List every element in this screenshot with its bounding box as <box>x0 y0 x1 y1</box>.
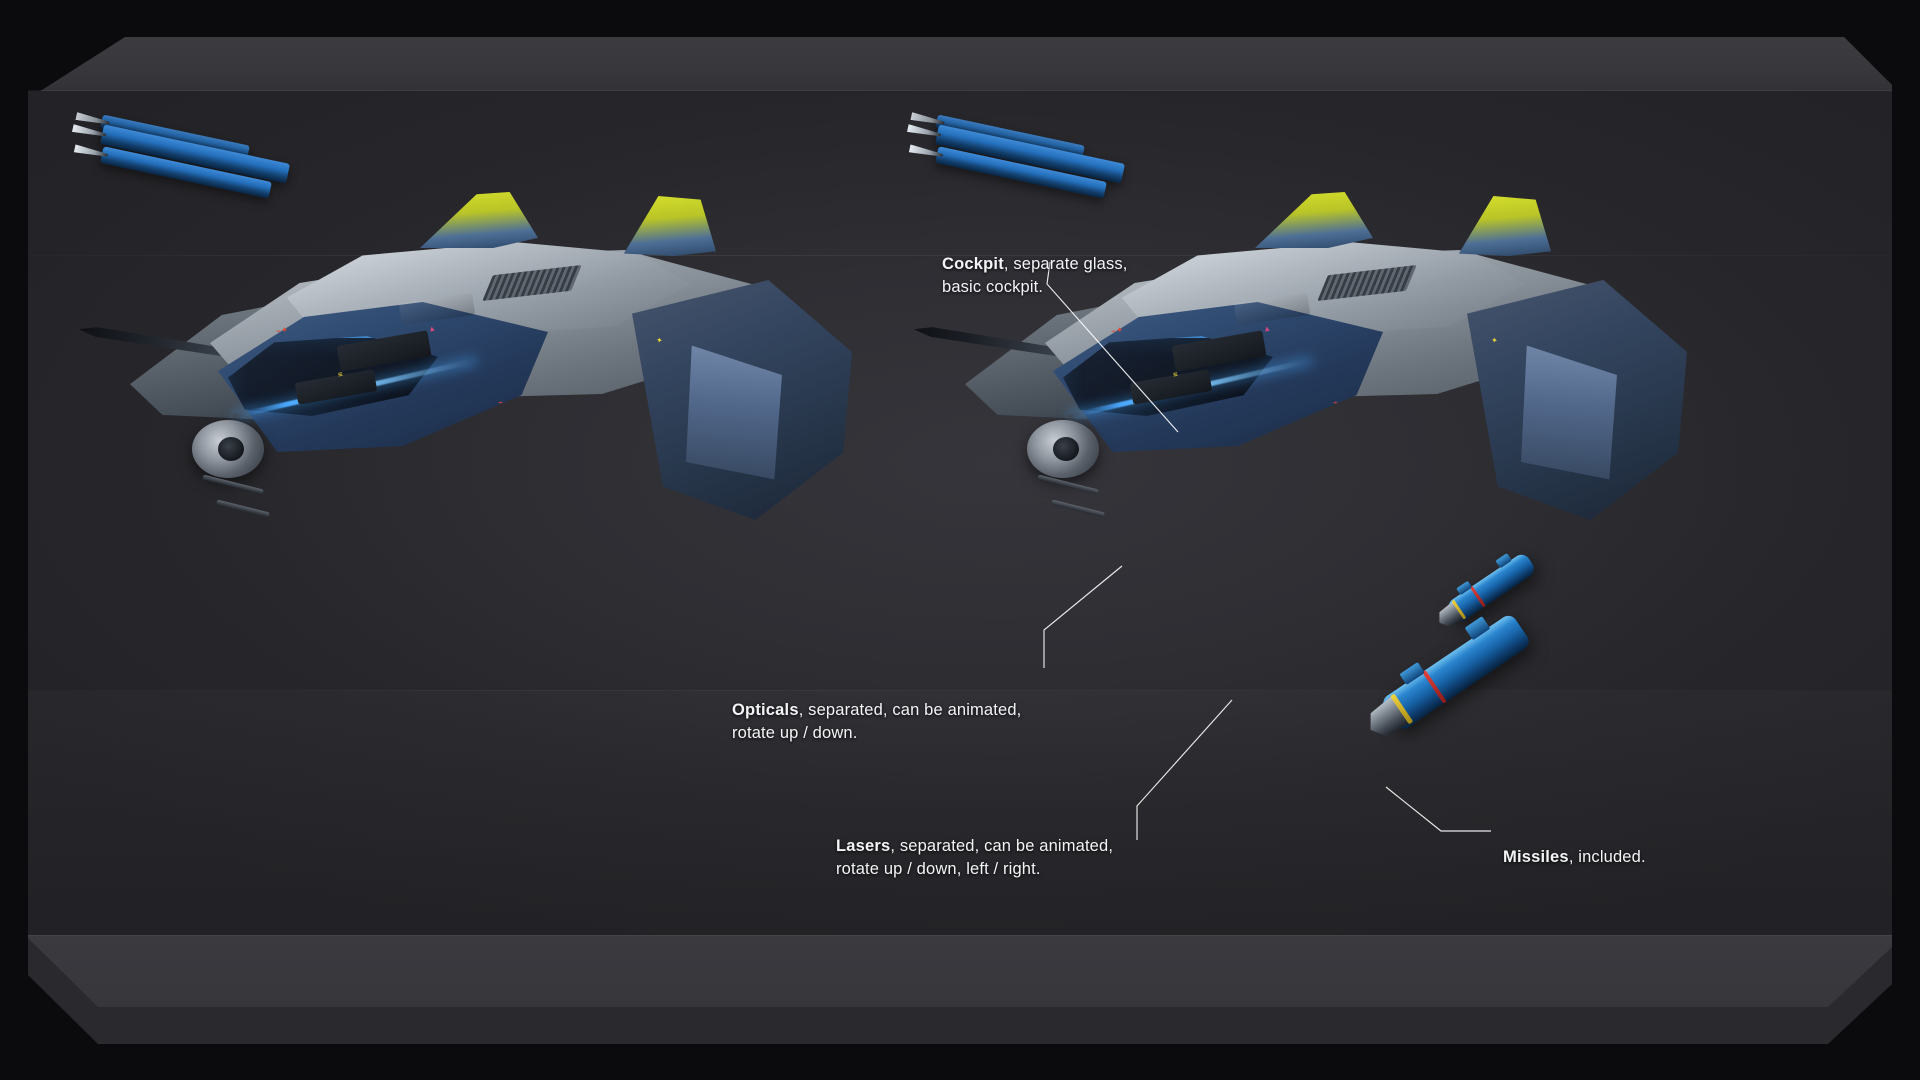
leader-line-opticals <box>1043 565 1123 668</box>
backdrop-horizon-lower <box>28 690 1892 691</box>
spacecraft-view-left: ⌁✦ ≡ ▲ ⌁ ✦ <box>100 130 860 570</box>
ship-tail-fin-left <box>420 192 538 248</box>
ship-optical-lens <box>1053 437 1079 461</box>
backdrop-floor-band <box>28 691 1892 935</box>
render-viewport: ⌁✦ ≡ ▲ ⌁ ✦ <box>28 91 1892 935</box>
ship-optical-lens <box>218 437 244 461</box>
callout-lasers-detail: , separated, can be animated, rotate up … <box>836 836 1114 878</box>
callout-opticals: Opticals, separated, can be animated, ro… <box>732 676 1021 744</box>
callout-lasers: Lasers, separated, can be animated, rota… <box>836 812 1113 880</box>
callout-missiles: Missiles, included. <box>1503 823 1646 869</box>
callout-missiles-detail: , included. <box>1568 847 1646 866</box>
ship-strut-b <box>1051 499 1105 518</box>
panel-footer-divider <box>28 935 1892 936</box>
ship-strut-b <box>216 499 270 518</box>
callout-cockpit-detail: , separate glass, basic cockpit. <box>942 254 1128 296</box>
backdrop-horizon-upper <box>28 255 1892 256</box>
panel-footer-bar <box>28 935 1892 1007</box>
callout-cockpit-term: Cockpit <box>942 254 1004 273</box>
ship-tail-fin-left <box>1255 192 1373 248</box>
callout-missiles-term: Missiles <box>1503 847 1569 866</box>
panel-header-bar <box>28 37 1892 91</box>
callout-opticals-term: Opticals <box>732 700 799 719</box>
spacecraft-view-right: ⌁✦ ≡ ▲ ⌁ ✦ <box>935 130 1695 570</box>
callout-opticals-detail: , separated, can be animated, rotate up … <box>732 700 1022 742</box>
ship-tail-fin-right <box>623 196 716 256</box>
panel-header-divider <box>28 90 1892 91</box>
ship-tail-fin-right <box>1458 196 1551 256</box>
callout-cockpit: Cockpit, separate glass, basic cockpit. <box>942 230 1128 298</box>
callout-lasers-term: Lasers <box>836 836 891 855</box>
